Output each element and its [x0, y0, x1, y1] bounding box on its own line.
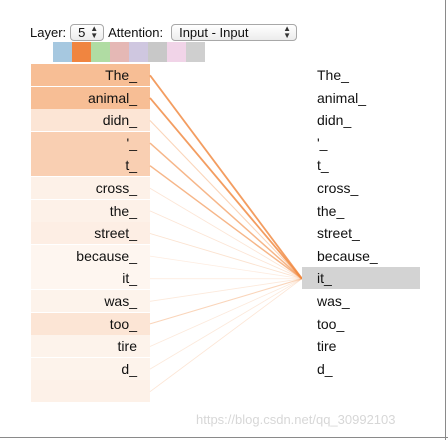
layer-select-value: 5 [78, 24, 86, 40]
head-swatch[interactable] [72, 42, 91, 62]
left-token[interactable]: tire [31, 335, 150, 358]
head-swatch[interactable] [91, 42, 110, 62]
right-token[interactable]: because_ [317, 247, 378, 264]
right-token[interactable]: d_ [317, 360, 333, 377]
attention-line [149, 278, 303, 370]
left-token[interactable]: t_ [31, 154, 150, 177]
left-token[interactable]: street_ [31, 222, 150, 245]
attention-label: Attention: [108, 24, 164, 40]
right-token[interactable]: didn_ [317, 112, 352, 129]
select-arrows-icon: ▲▼ [90, 24, 99, 40]
attention-line [149, 74, 303, 280]
left-token[interactable]: the_ [31, 199, 150, 222]
right-token[interactable]: '_ [317, 134, 328, 151]
right-token[interactable]: cross_ [317, 180, 359, 196]
right-token[interactable]: too_ [317, 315, 345, 332]
attention-select-value: Input - Input [179, 24, 249, 40]
right-token[interactable]: it_ [302, 267, 420, 290]
right-token[interactable]: The_ [317, 67, 349, 83]
window-border-right [445, 0, 446, 440]
head-swatch[interactable] [129, 42, 148, 62]
left-token[interactable]: cross_ [31, 177, 150, 199]
attention-line [149, 210, 303, 280]
head-swatch[interactable] [167, 42, 186, 62]
attention-select[interactable]: Input - Input ▲▼ [171, 23, 298, 41]
select-arrows-icon: ▲▼ [283, 24, 292, 40]
left-token[interactable]: '_ [31, 131, 150, 154]
attention-line [149, 278, 303, 393]
attention-line [149, 278, 303, 347]
head-swatch[interactable] [110, 42, 129, 62]
right-token[interactable]: was_ [317, 293, 350, 309]
right-token[interactable]: tire [317, 338, 337, 355]
attention-line [149, 255, 303, 280]
head-swatch[interactable] [186, 42, 205, 62]
window-border-bottom [0, 437, 448, 438]
attention-line [149, 120, 303, 280]
left-token[interactable]: because_ [31, 244, 150, 267]
left-token[interactable]: animal_ [31, 86, 150, 109]
left-token[interactable]: The_ [31, 64, 150, 86]
left-token[interactable]: didn_ [31, 109, 150, 132]
attention-line [149, 233, 303, 280]
attention-line [149, 278, 303, 325]
left-token[interactable]: too_ [31, 312, 150, 335]
head-swatch[interactable] [148, 42, 167, 62]
attention-line [149, 97, 303, 280]
left-token[interactable] [31, 380, 150, 403]
right-token[interactable]: street_ [317, 225, 360, 242]
left-token[interactable]: it_ [31, 267, 150, 290]
watermark-text: https://blog.csdn.net/qq_30992103 [196, 412, 396, 427]
controls-bar: Layer: 5 ▲▼ Attention: Input - Input ▲▼ [30, 22, 298, 42]
attention-line [149, 187, 303, 280]
layer-select[interactable]: 5 ▲▼ [70, 23, 105, 41]
attention-line [149, 165, 303, 280]
right-token[interactable]: the_ [317, 202, 345, 219]
head-swatch[interactable] [53, 42, 72, 62]
attention-head-swatches [53, 42, 205, 62]
attention-line [149, 142, 303, 280]
right-token[interactable]: animal_ [317, 89, 367, 106]
attention-line [149, 278, 303, 302]
left-token[interactable]: d_ [31, 357, 150, 380]
left-token[interactable]: was_ [31, 290, 150, 312]
layer-label: Layer: [30, 24, 67, 40]
right-token[interactable]: t_ [317, 157, 329, 174]
